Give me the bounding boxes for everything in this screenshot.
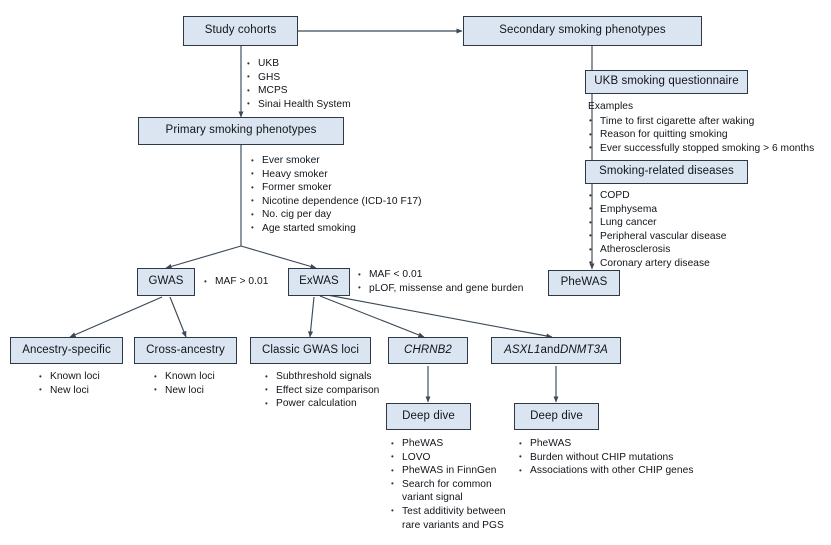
list-item: PheWAS bbox=[390, 437, 512, 451]
node-chrnb2[interactable]: CHRNB2 bbox=[388, 337, 468, 364]
smoking-diseases-list: COPD Emphysema Lung cancer Peripheral va… bbox=[588, 189, 818, 271]
node-gwas-label: GWAS bbox=[148, 275, 184, 288]
list-item: Peripheral vascular disease bbox=[588, 229, 818, 244]
list-item: Former smoker bbox=[250, 181, 480, 195]
edge-exwas-to-asxl1-dnmt3a bbox=[321, 293, 553, 339]
node-deep-dive-chrnb2-label: Deep dive bbox=[402, 409, 455, 422]
list-item: Ever smoker bbox=[250, 154, 480, 168]
node-deep-dive-asxl1[interactable]: Deep dive bbox=[514, 403, 599, 430]
cohorts-list: UKB GHS MCPS Sinai Health System bbox=[246, 57, 426, 111]
list-item: Nicotine dependence (ICD-10 F17) bbox=[250, 194, 480, 209]
list-item: pLOF, missense and gene burden bbox=[357, 281, 557, 296]
cross-ancestry-list: Known loci New loci bbox=[153, 370, 253, 397]
node-exwas-label: ExWAS bbox=[299, 275, 339, 288]
list-smoking-related-diseases: COPD Emphysema Lung cancer Peripheral va… bbox=[588, 189, 818, 271]
list-item: Burden without CHIP mutations bbox=[518, 450, 748, 465]
list-item: Effect size comparison bbox=[264, 383, 404, 398]
classic-gwas-list: Subthreshold signals Effect size compari… bbox=[264, 370, 404, 411]
node-gwas[interactable]: GWAS bbox=[137, 268, 195, 296]
edge-primary-to-gwas bbox=[165, 245, 242, 269]
primary-phenotypes-list: Ever smoker Heavy smoker Former smoker N… bbox=[250, 154, 480, 236]
node-cross-ancestry[interactable]: Cross-ancestry bbox=[134, 337, 237, 364]
list-classic-gwas-items: Subthreshold signals Effect size compari… bbox=[264, 370, 404, 411]
list-item: LOVO bbox=[390, 450, 512, 465]
node-asxl1-and-dnmt3a[interactable]: ASXL1 and DNMT3A bbox=[491, 337, 621, 364]
list-item: Search for common variant signal bbox=[390, 477, 512, 505]
list-deep-dive-chrnb2-items: PheWAS LOVO PheWAS in FinnGen Search for… bbox=[390, 437, 512, 532]
node-classic-gwas-loci-label: Classic GWAS loci bbox=[261, 343, 360, 356]
list-item: New loci bbox=[38, 383, 138, 398]
list-item: MAF < 0.01 bbox=[357, 268, 557, 282]
list-item: Emphysema bbox=[588, 202, 818, 217]
list-gwas-criteria: MAF > 0.01 bbox=[203, 275, 293, 289]
list-item: Known loci bbox=[153, 370, 253, 384]
gwas-criteria-list: MAF > 0.01 bbox=[203, 275, 293, 289]
node-secondary-smoking-phenotypes-label: Secondary smoking phenotypes bbox=[499, 24, 666, 37]
node-deep-dive-asxl1-label: Deep dive bbox=[530, 409, 583, 422]
list-ancestry-specific-items: Known loci New loci bbox=[38, 370, 138, 397]
list-item: Test additivity between rare variants an… bbox=[390, 504, 512, 532]
list-item: Sinai Health System bbox=[246, 97, 426, 112]
deep-dive-asxl1-list: PheWAS Burden without CHIP mutations Ass… bbox=[518, 437, 748, 478]
list-item: COPD bbox=[588, 189, 818, 203]
list-item: Ever successfully stopped smoking > 6 mo… bbox=[588, 141, 831, 156]
node-ancestry-specific[interactable]: Ancestry-specific bbox=[10, 337, 123, 364]
list-item: New loci bbox=[153, 383, 253, 398]
edge-gwas-to-cross-ancestry bbox=[169, 296, 187, 338]
list-item: MCPS bbox=[246, 84, 426, 98]
node-asxl1-dnmt3a-joiner: and bbox=[540, 343, 560, 356]
node-primary-smoking-phenotypes[interactable]: Primary smoking phenotypes bbox=[138, 117, 344, 145]
list-exwas-criteria: MAF < 0.01 pLOF, missense and gene burde… bbox=[357, 268, 557, 295]
node-ukb-smoking-questionnaire[interactable]: UKB smoking questionnaire bbox=[585, 70, 748, 94]
node-phewas[interactable]: PheWAS bbox=[548, 270, 620, 296]
list-study-cohorts: UKB GHS MCPS Sinai Health System bbox=[246, 57, 426, 111]
deep-dive-chrnb2-list: PheWAS LOVO PheWAS in FinnGen Search for… bbox=[390, 437, 512, 532]
list-item: Age started smoking bbox=[250, 221, 480, 236]
node-secondary-smoking-phenotypes[interactable]: Secondary smoking phenotypes bbox=[463, 16, 702, 46]
edge-exwas-to-classic-gwas-loci bbox=[308, 296, 315, 338]
node-ancestry-specific-label: Ancestry-specific bbox=[22, 343, 111, 356]
node-smoking-related-diseases-label: Smoking-related diseases bbox=[599, 165, 734, 178]
list-deep-dive-asxl1-items: PheWAS Burden without CHIP mutations Ass… bbox=[518, 437, 748, 478]
list-primary-phenotypes: Ever smoker Heavy smoker Former smoker N… bbox=[250, 154, 480, 236]
list-item: GHS bbox=[246, 70, 426, 85]
list-item: PheWAS in FinnGen bbox=[390, 464, 512, 478]
node-cross-ancestry-label: Cross-ancestry bbox=[146, 343, 225, 356]
node-exwas[interactable]: ExWAS bbox=[288, 268, 350, 296]
list-item: Coronary artery disease bbox=[588, 256, 818, 271]
list-item: Atherosclerosis bbox=[588, 243, 818, 257]
list-item: Reason for quitting smoking bbox=[588, 128, 831, 142]
edge-primary-to-exwas bbox=[240, 245, 317, 269]
ancestry-specific-list: Known loci New loci bbox=[38, 370, 138, 397]
node-primary-smoking-phenotypes-label: Primary smoking phenotypes bbox=[165, 124, 317, 137]
list-item: No. cig per day bbox=[250, 208, 480, 222]
node-smoking-related-diseases[interactable]: Smoking-related diseases bbox=[585, 160, 748, 184]
node-asxl1-label: ASXL1 bbox=[504, 343, 541, 356]
node-dnmt3a-label: DNMT3A bbox=[559, 343, 608, 356]
exwas-criteria-list: MAF < 0.01 pLOF, missense and gene burde… bbox=[357, 268, 557, 295]
list-questionnaire-examples: Examples Time to first cigarette after w… bbox=[588, 100, 831, 155]
node-chrnb2-label: CHRNB2 bbox=[404, 343, 452, 356]
list-item: PheWAS bbox=[518, 437, 748, 451]
list-item: Subthreshold signals bbox=[264, 370, 404, 384]
node-study-cohorts-label: Study cohorts bbox=[204, 24, 277, 37]
node-phewas-label: PheWAS bbox=[560, 276, 608, 289]
questionnaire-examples-header: Examples bbox=[588, 101, 634, 112]
list-item: Power calculation bbox=[264, 397, 404, 411]
questionnaire-examples-list: Time to first cigarette after waking Rea… bbox=[588, 114, 831, 156]
edge-exwas-to-chrnb2 bbox=[319, 295, 425, 338]
list-item: Time to first cigarette after waking bbox=[588, 114, 831, 129]
list-item: UKB bbox=[246, 57, 426, 71]
node-ukb-smoking-questionnaire-label: UKB smoking questionnaire bbox=[594, 75, 739, 88]
edge-gwas-to-ancestry-specific bbox=[69, 296, 163, 338]
node-study-cohorts[interactable]: Study cohorts bbox=[183, 16, 298, 46]
list-item: MAF > 0.01 bbox=[203, 275, 293, 289]
node-classic-gwas-loci[interactable]: Classic GWAS loci bbox=[250, 337, 371, 364]
list-item: Known loci bbox=[38, 370, 138, 384]
list-item: Heavy smoker bbox=[250, 167, 480, 182]
list-item: Lung cancer bbox=[588, 216, 818, 230]
list-cross-ancestry-items: Known loci New loci bbox=[153, 370, 253, 397]
list-item: Associations with other CHIP genes bbox=[518, 464, 748, 478]
